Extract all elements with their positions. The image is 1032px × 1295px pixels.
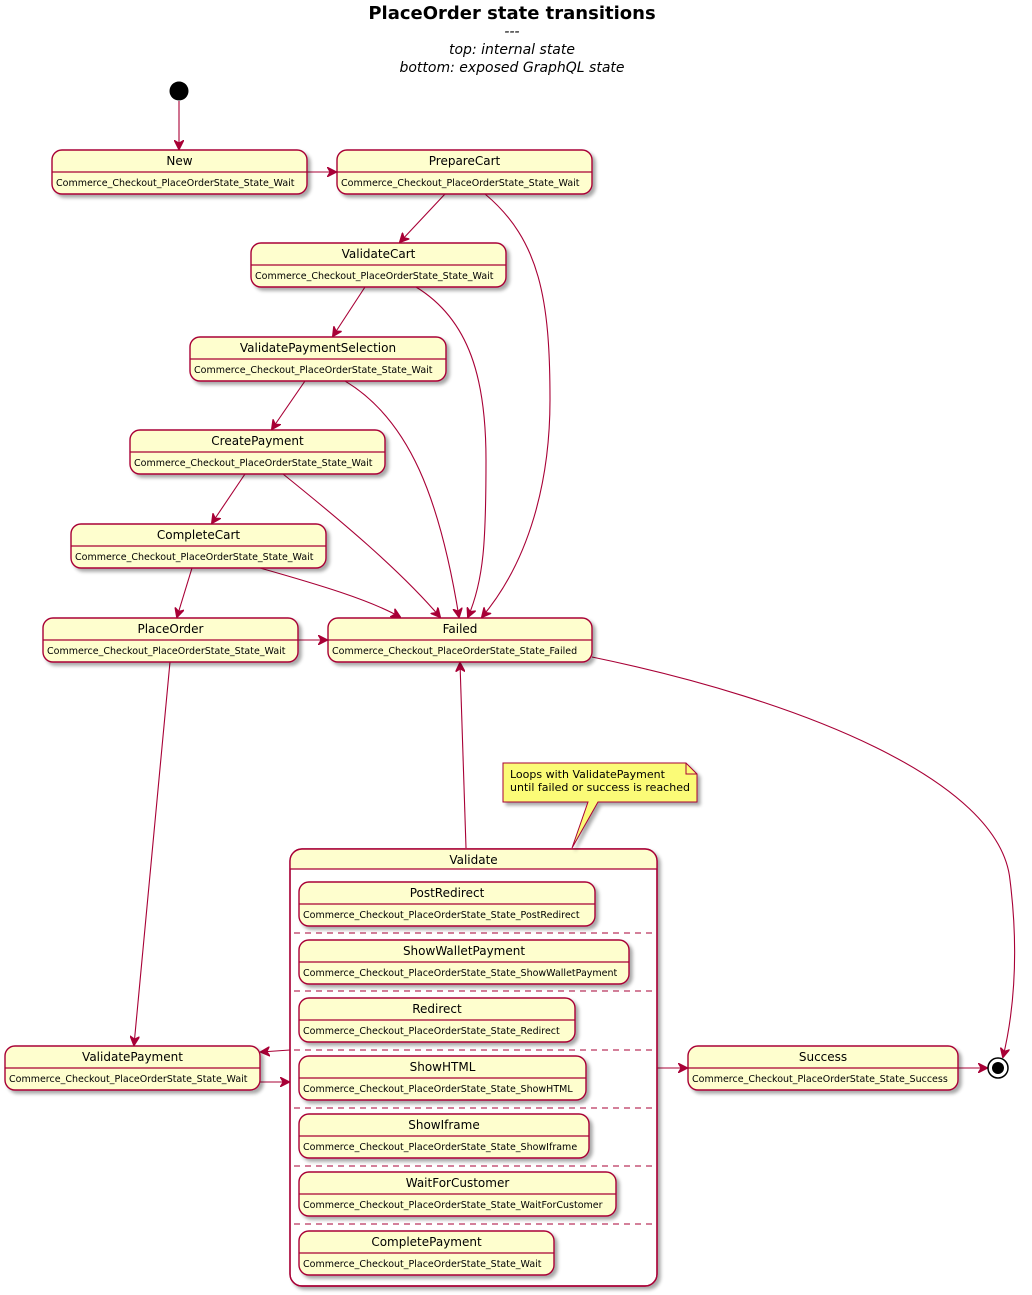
state-description: Commerce_Checkout_PlaceOrderState_State_… — [75, 552, 314, 563]
state-name: WaitForCustomer — [406, 1176, 510, 1190]
state-name: ValidatePayment — [82, 1050, 183, 1064]
state-description: Commerce_Checkout_PlaceOrderState_State_… — [341, 178, 580, 189]
state-description: Commerce_Checkout_PlaceOrderState_State_… — [303, 1200, 603, 1211]
state-name: PostRedirect — [410, 886, 485, 900]
transition-completecart-to-placeorder — [177, 567, 193, 617]
state-description: Commerce_Checkout_PlaceOrderState_State_… — [303, 1142, 577, 1153]
state-name: ShowHTML — [410, 1060, 476, 1074]
state-description: Commerce_Checkout_PlaceOrderState_State_… — [47, 646, 286, 657]
note-line-1: Loops with ValidatePayment — [510, 768, 666, 781]
state-description: Commerce_Checkout_PlaceOrderState_State_… — [9, 1074, 248, 1085]
state-name: Success — [799, 1050, 847, 1064]
state-name: ShowWalletPayment — [403, 944, 525, 958]
loop-note: Loops with ValidatePayment until failed … — [502, 762, 698, 849]
state-validatecart: ValidateCartCommerce_Checkout_PlaceOrder… — [250, 242, 507, 288]
state-showwalletpayment: ShowWalletPaymentCommerce_Checkout_Place… — [298, 939, 630, 985]
state-failed: FailedCommerce_Checkout_PlaceOrderState_… — [327, 617, 593, 663]
state-completepayment: CompletePaymentCommerce_Checkout_PlaceOr… — [298, 1230, 555, 1276]
state-name: Redirect — [412, 1002, 462, 1016]
transition-createpayment-to-completecart — [212, 473, 246, 523]
transition-validatepaymentselection-to-createpayment — [272, 380, 306, 429]
state-description: Commerce_Checkout_PlaceOrderState_State_… — [134, 458, 373, 469]
transition-preparecart-to-failed — [482, 193, 551, 617]
state-showhtml: ShowHTML Commerce_Checkout_PlaceOrderStat… — [298, 1055, 587, 1101]
transition-validatecart-to-failed — [415, 286, 487, 617]
state-description: Commerce_Checkout_PlaceOrderState_State_… — [255, 271, 494, 282]
state-description: Commerce_Checkout_PlaceOrderState_State_… — [303, 1259, 542, 1270]
composite-state-name: Validate — [449, 853, 497, 867]
state-name: PrepareCart — [429, 154, 501, 168]
transition-failed-to-end — [591, 656, 1016, 1057]
transition-validatecart-to-validatepaymentselection — [333, 286, 366, 336]
state-description: Commerce_Checkout_PlaceOrderState_State_… — [56, 178, 295, 189]
state-validatepaymentselection: ValidatePaymentSelectionCommerce_Checkou… — [189, 336, 447, 382]
diagram-subtitle-separator: --- — [504, 24, 519, 40]
final-state-icon — [987, 1057, 1009, 1079]
state-showiframe: ShowIframeCommerce_Checkout_PlaceOrderSt… — [298, 1113, 590, 1159]
state-name: CreatePayment — [211, 434, 304, 448]
state-validatepayment: ValidatePaymentCommerce_Checkout_PlaceOr… — [4, 1045, 261, 1091]
state-description: Commerce_Checkout_PlaceOrderState_State_… — [194, 365, 433, 376]
state-name: CompleteCart — [157, 528, 240, 542]
state-createpayment: CreatePaymentCommerce_Checkout_PlaceOrde… — [129, 429, 386, 475]
state-name: CompletePayment — [371, 1235, 482, 1249]
diagram-title: PlaceOrder state transitions — [368, 3, 655, 24]
transition-validate-to-failed — [460, 663, 467, 849]
state-description: Commerce_Checkout_PlaceOrderState_State_… — [332, 646, 577, 657]
state-name: ValidateCart — [342, 247, 416, 261]
state-name: New — [166, 154, 192, 168]
diagram-subtitle-top: top: internal state — [449, 42, 575, 58]
state-description: Commerce_Checkout_PlaceOrderState_State_… — [303, 968, 618, 979]
state-nodes: ValidatePostRedirectCommerce_Checkout_Pl… — [4, 149, 959, 1287]
state-name: ValidatePaymentSelection — [240, 341, 396, 355]
initial-state-icon — [169, 81, 189, 101]
state-completecart: CompleteCartCommerce_Checkout_PlaceOrder… — [70, 523, 327, 569]
transition-edges — [134, 101, 1016, 1082]
state-success: SuccessCommerce_Checkout_PlaceOrderState… — [687, 1045, 959, 1091]
state-redirect: RedirectCommerce_Checkout_PlaceOrderStat… — [298, 997, 576, 1043]
state-preparecart: PrepareCartCommerce_Checkout_PlaceOrderS… — [336, 149, 593, 195]
state-description: Commerce_Checkout_PlaceOrderState_State_… — [303, 910, 580, 921]
state-name: PlaceOrder — [137, 622, 203, 636]
transition-validate-to-validatepayment — [261, 1050, 291, 1052]
state-description: Commerce_Checkout_PlaceOrderState_State_… — [303, 1084, 573, 1095]
transition-placeorder-to-validatepayment — [134, 661, 171, 1045]
note-line-2: until failed or success is reached — [510, 781, 690, 794]
transition-completecart-to-failed — [259, 567, 400, 617]
state-description: Commerce_Checkout_PlaceOrderState_State_… — [303, 1026, 560, 1037]
diagram-subtitle-bottom: bottom: exposed GraphQL state — [399, 60, 624, 76]
state-description: Commerce_Checkout_PlaceOrderState_State_… — [692, 1074, 948, 1085]
state-name: ShowIframe — [408, 1118, 480, 1132]
transition-preparecart-to-validatecart — [400, 193, 446, 242]
state-new: NewCommerce_Checkout_PlaceOrderState_Sta… — [51, 149, 308, 195]
state-name: Failed — [443, 622, 478, 636]
state-waitforcustomer: WaitForCustomerCommerce_Checkout_PlaceOr… — [298, 1171, 617, 1217]
transition-validatepaymentselection-to-failed — [344, 380, 459, 617]
state-postredirect: PostRedirectCommerce_Checkout_PlaceOrder… — [298, 881, 596, 927]
composite-state-validate: ValidatePostRedirectCommerce_Checkout_Pl… — [289, 848, 658, 1287]
state-placeorder: PlaceOrderCommerce_Checkout_PlaceOrderSt… — [42, 617, 299, 663]
transition-createpayment-to-failed — [282, 473, 440, 617]
